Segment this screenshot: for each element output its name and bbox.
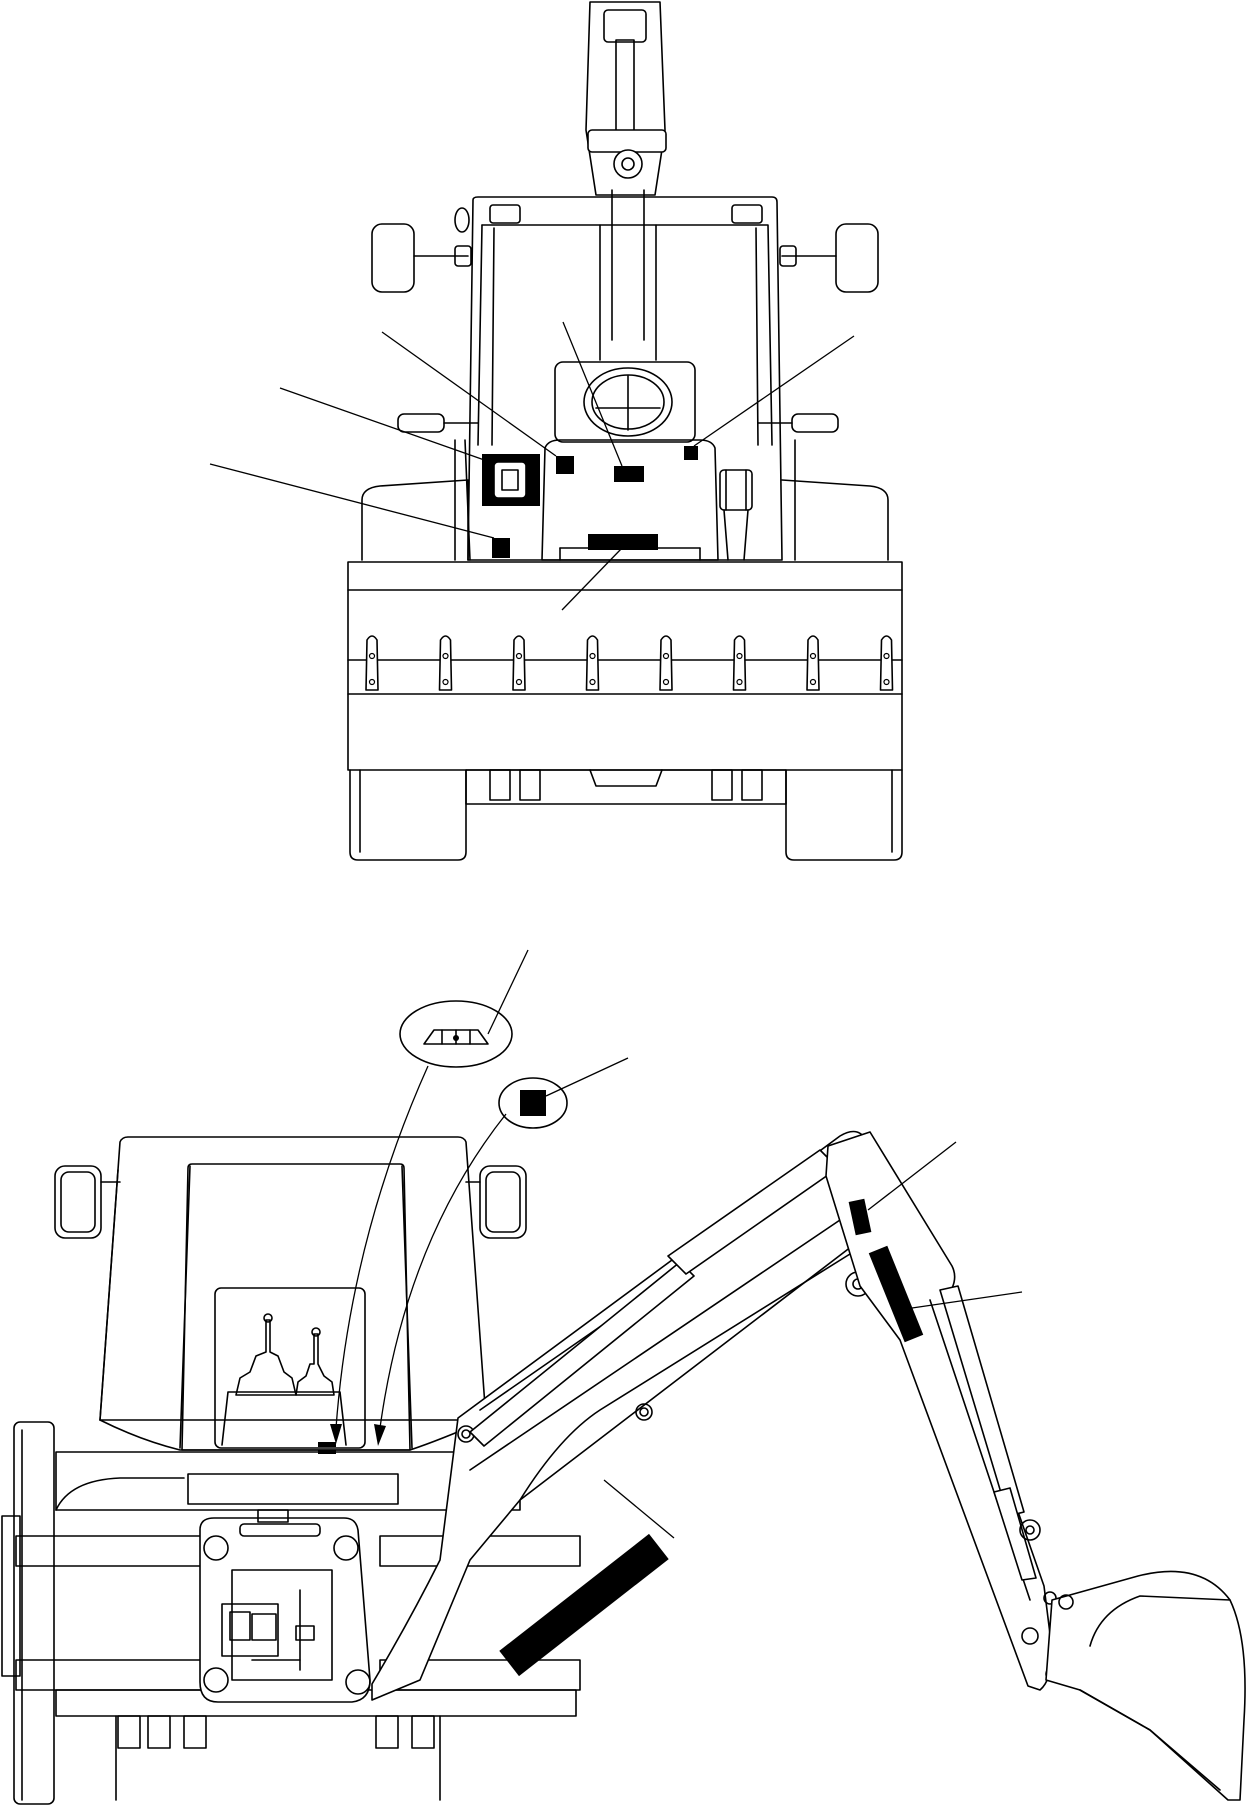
bucket-teeth — [365, 635, 894, 691]
leader-line-rear-3 — [867, 1141, 957, 1211]
tooth-pin — [736, 678, 743, 686]
tooth-pin — [589, 678, 596, 686]
right-mirror — [779, 223, 879, 293]
swing-frame — [199, 1509, 371, 1703]
leader-line-front-1 — [381, 331, 557, 457]
left-fender — [361, 479, 469, 561]
tooth-pin — [515, 652, 523, 660]
leader-line-rear-4 — [911, 1291, 1023, 1309]
bucket-tooth — [512, 635, 526, 691]
tooth-pin — [883, 652, 890, 660]
tooth-pin — [368, 678, 376, 686]
rear-cab — [99, 1136, 487, 1451]
leader-line-front-6 — [561, 547, 623, 611]
backhoe-joysticks — [221, 1313, 347, 1446]
rear-left-mirror — [54, 1165, 102, 1239]
leader-line-front-5 — [209, 463, 495, 539]
tooth-pin — [809, 652, 817, 660]
bucket-tooth — [585, 635, 600, 691]
callout-bubble-2 — [498, 1077, 568, 1129]
rear-view — [1, 949, 1246, 1805]
leader-line-rear-5 — [603, 1479, 675, 1539]
label-marker-arm-2 — [868, 1245, 924, 1343]
cab-frame — [467, 196, 783, 561]
tooth-pin — [442, 678, 449, 686]
bucket-tooth — [879, 635, 894, 691]
right-work-light-icon — [791, 413, 839, 433]
label-marker-front-5 — [588, 534, 658, 550]
label-marker-front-3 — [684, 446, 698, 460]
bucket-tooth — [659, 635, 673, 691]
tooth-pin — [515, 678, 523, 686]
rear-right-mirror — [479, 1165, 527, 1239]
leader-line-front-3 — [693, 335, 855, 447]
leader-line-rear-2 — [545, 1057, 629, 1097]
leader-line-front-2 — [562, 321, 623, 467]
tooth-pin — [662, 652, 670, 660]
front-left-wheel — [349, 769, 467, 861]
label-marker-front-4 — [492, 538, 510, 558]
rear-boom-upright — [585, 1, 667, 341]
tooth-pin — [662, 678, 670, 686]
front-axle — [465, 769, 787, 805]
right-fender — [781, 479, 889, 561]
bucket-tooth — [806, 635, 820, 691]
callout-bubble-1 — [399, 1000, 513, 1068]
leader-line-rear-1 — [487, 949, 529, 1035]
steering-wheel — [554, 361, 696, 443]
tooth-pin — [442, 652, 449, 660]
bucket-tooth — [365, 635, 379, 691]
callout-pointer-2 — [379, 1113, 507, 1429]
label-marker-boom — [499, 1533, 669, 1677]
left-work-light-icon — [397, 413, 445, 433]
tooth-pin — [589, 652, 596, 660]
tooth-pin — [736, 652, 743, 660]
left-control-block — [464, 439, 540, 561]
label-marker-rear-cab-a — [318, 1442, 336, 1447]
label-marker-front-1 — [556, 456, 574, 474]
leader-line-front-4 — [279, 387, 491, 463]
front-right-wheel — [785, 769, 903, 861]
label-marker-arm-1 — [848, 1198, 872, 1236]
bucket-tooth — [732, 635, 747, 691]
tooth-pin — [809, 678, 817, 686]
tooth-pin — [368, 652, 376, 660]
label-marker-front-2 — [614, 466, 644, 482]
right-control-lever — [719, 469, 753, 561]
callout-pointer-1 — [335, 1065, 429, 1429]
bucket-tooth — [438, 635, 453, 691]
front-view — [209, 1, 903, 861]
front-hood — [541, 439, 719, 561]
label-marker-rear-cab-b — [318, 1450, 336, 1454]
backhoe-boom — [371, 1130, 951, 1701]
left-mirror — [371, 207, 472, 293]
tooth-pin — [883, 678, 890, 686]
backhoe-bucket — [1045, 1570, 1246, 1801]
